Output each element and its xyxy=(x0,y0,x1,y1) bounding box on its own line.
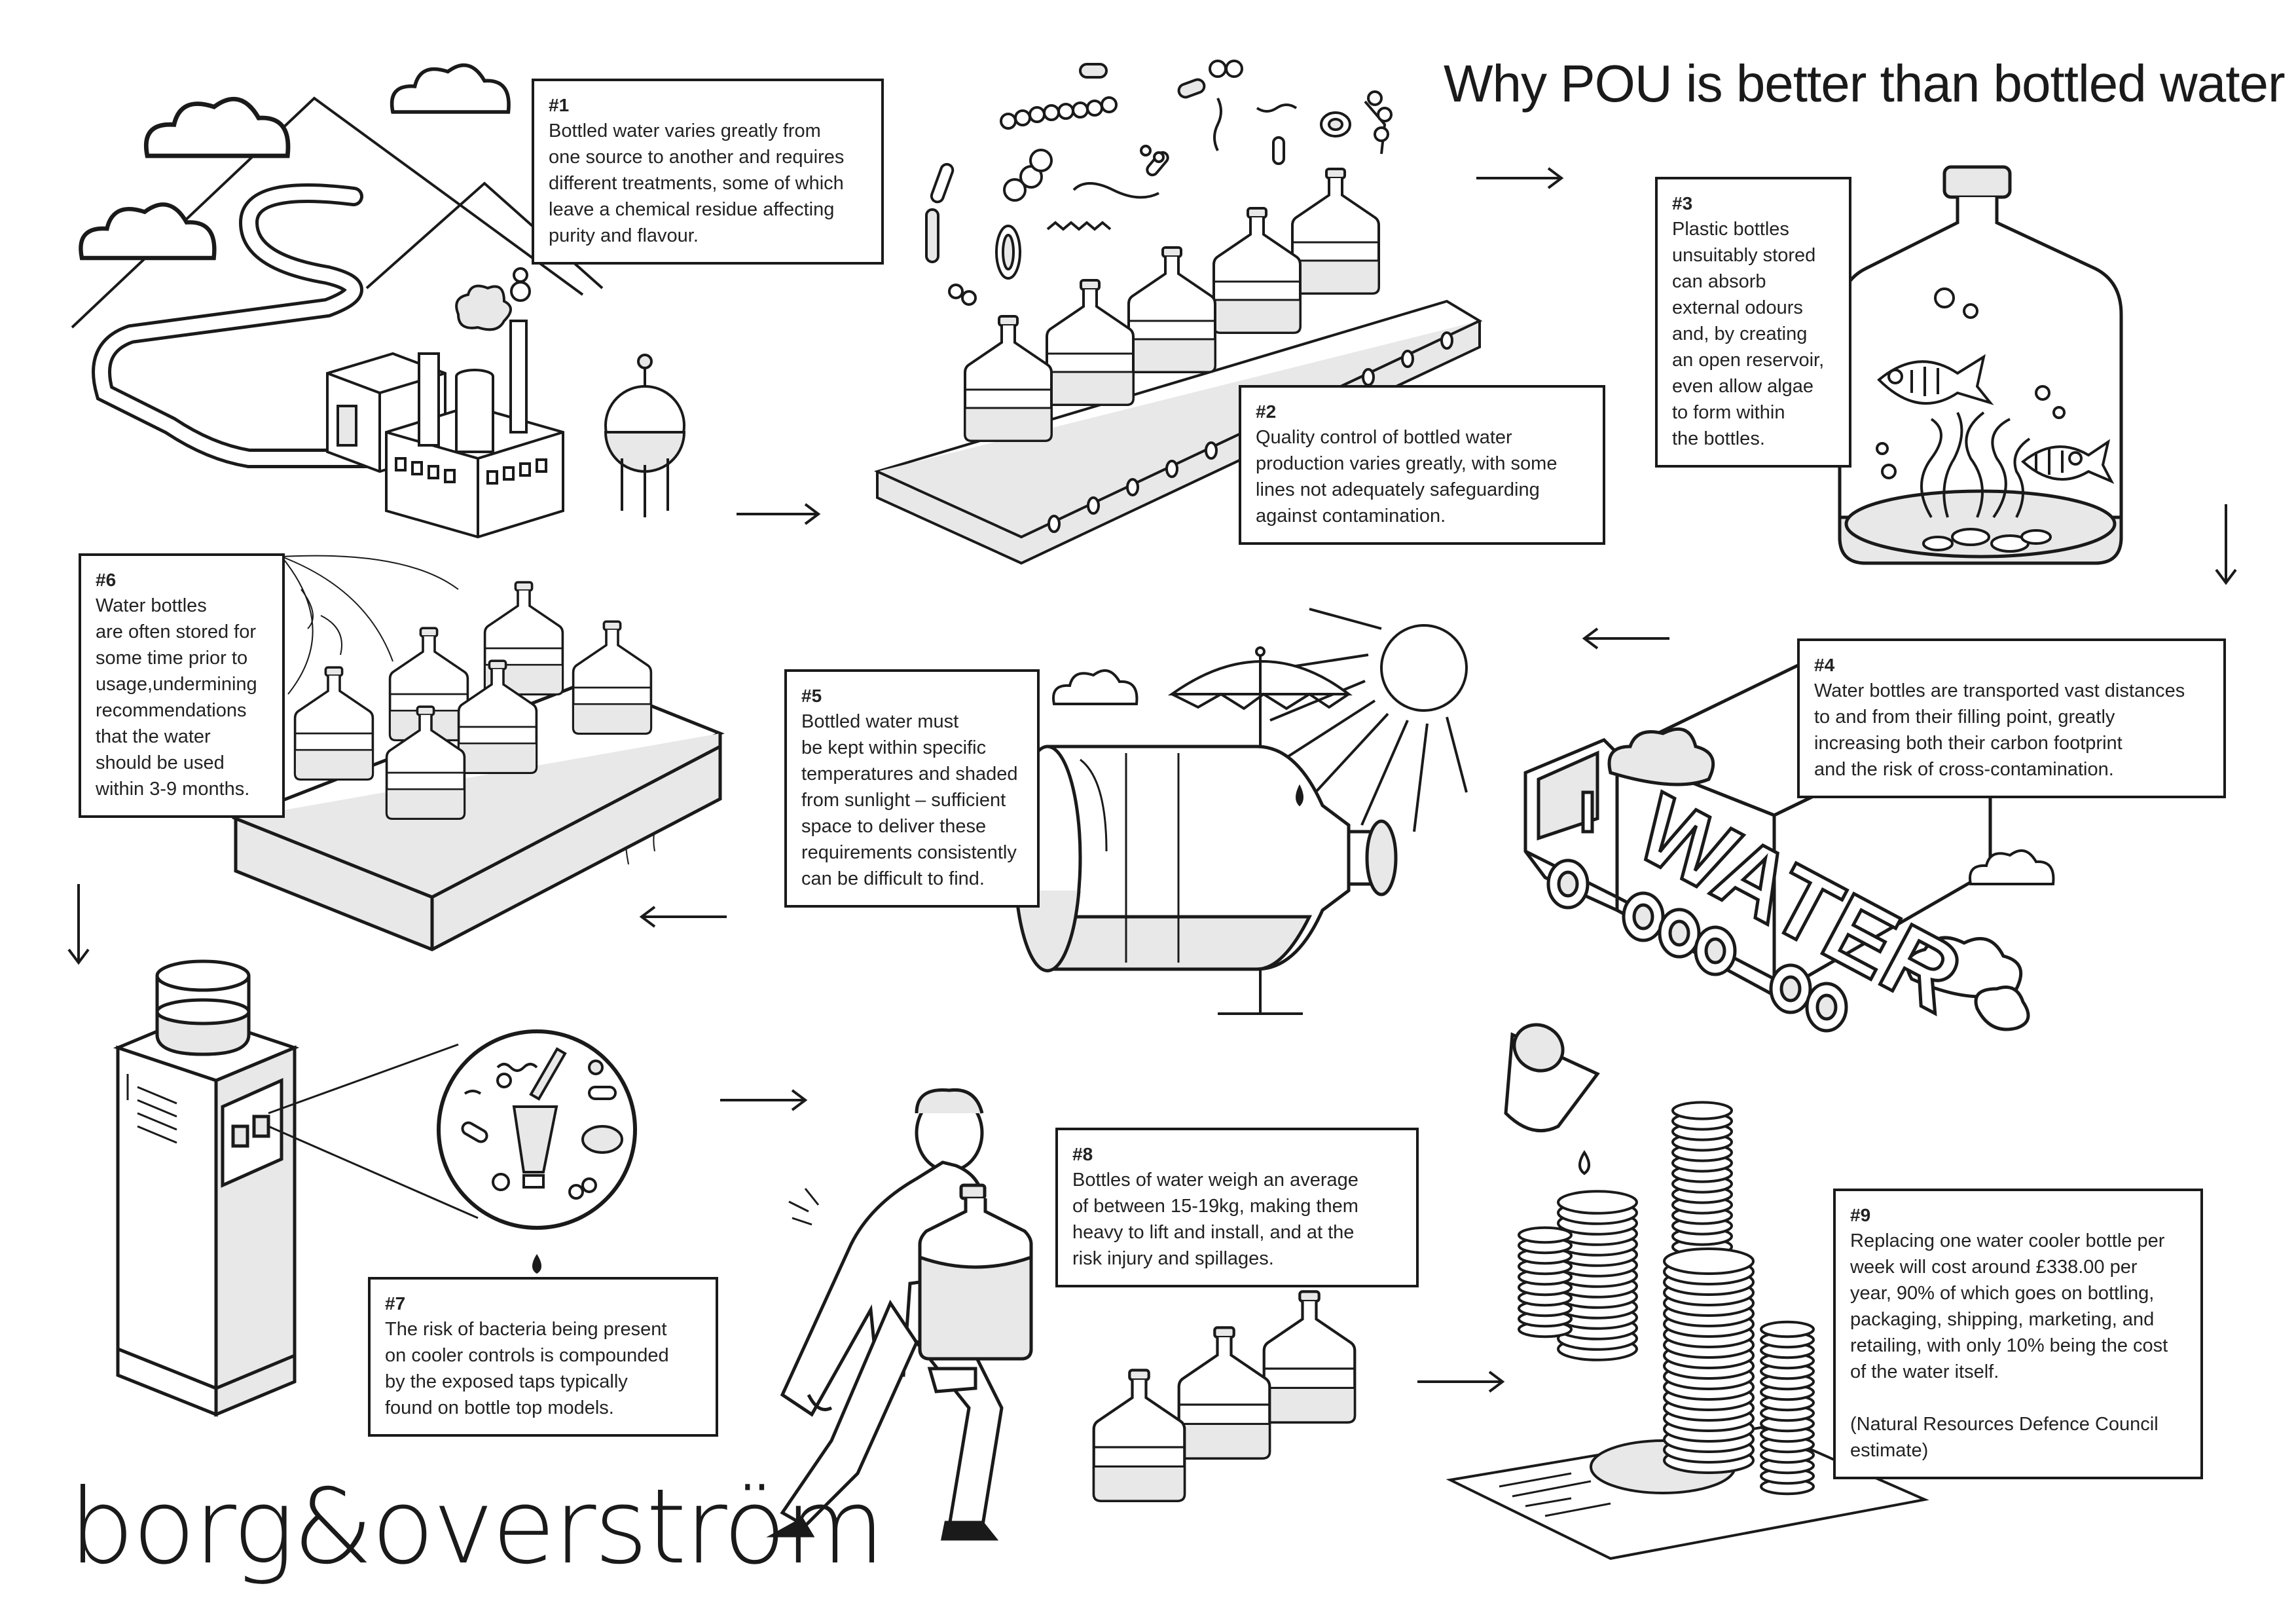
step-text: Plastic bottles unsuitably stored can ab… xyxy=(1672,219,1825,449)
cloud-icon xyxy=(81,65,509,258)
step-number: #2 xyxy=(1256,401,1277,422)
person-carrying-icon xyxy=(766,1088,1004,1541)
step-source-note: (Natural Resources Defence Council estim… xyxy=(1850,1414,2159,1461)
sun-icon xyxy=(1269,608,1468,832)
step-4-box: #4 Water bottles are transported vast di… xyxy=(1797,638,2226,798)
coin xyxy=(1518,1226,1573,1244)
page-title: Why POU is better than bottled water xyxy=(1444,54,2286,113)
step-text: Replacing one water cooler bottle per we… xyxy=(1850,1230,2168,1382)
fish-icon xyxy=(1877,354,2115,485)
step-text: The risk of bacteria being present on co… xyxy=(385,1319,669,1418)
cup-icon xyxy=(1504,1023,1600,1133)
water-drop-icon xyxy=(532,1254,541,1274)
coin xyxy=(1671,1101,1733,1120)
step-number: #5 xyxy=(801,686,822,706)
step-7-box: #7 The risk of bacteria being present on… xyxy=(368,1277,718,1437)
carried-bottle-icon xyxy=(918,1183,1033,1393)
step-text: Water bottles are transported vast dista… xyxy=(1814,680,2185,780)
step-text: Bottled water varies greatly from one so… xyxy=(549,120,845,246)
bacteria-icon xyxy=(925,60,1393,306)
water-tower-icon xyxy=(604,354,686,517)
coin-stack-icon xyxy=(1518,1101,1815,1496)
step-text: Bottled water must be kept within specif… xyxy=(801,711,1018,889)
arrow-icon xyxy=(67,167,2237,1393)
magnifier-icon xyxy=(268,1029,637,1230)
step-9-box: #9 Replacing one water cooler bottle per… xyxy=(1833,1189,2203,1479)
conveyor-icon xyxy=(874,299,1483,565)
step-text: Bottles of water weigh an average of bet… xyxy=(1072,1170,1358,1269)
factory-icon xyxy=(326,267,564,539)
step-2-box: #2 Quality control of bottled water prod… xyxy=(1239,385,1605,545)
step-6-box: #6 Water bottles are often stored for so… xyxy=(79,553,285,818)
water-drop-icon xyxy=(1578,1150,1590,1175)
step-number: #8 xyxy=(1072,1144,1093,1164)
coin xyxy=(1557,1190,1638,1215)
step-8-box: #8 Bottles of water weigh an average of … xyxy=(1055,1128,1419,1287)
bottle-icon xyxy=(1094,1291,1355,1500)
step-1-box: #1 Bottled water varies greatly from one… xyxy=(532,79,884,265)
brand-logo: borg&overström xyxy=(69,1467,885,1587)
step-text: Water bottles are often stored for some … xyxy=(96,595,257,800)
step-number: #3 xyxy=(1672,193,1693,213)
step-number: #6 xyxy=(96,570,117,590)
water-cooler-icon xyxy=(113,959,300,1417)
lying-bottle-icon xyxy=(1013,745,1398,972)
algae-icon xyxy=(1876,287,2066,553)
step-number: #7 xyxy=(385,1293,406,1314)
step-number: #4 xyxy=(1814,655,1835,675)
step-5-box: #5 Bottled water must be kept within spe… xyxy=(784,669,1040,908)
step-text: Quality control of bottled water product… xyxy=(1256,427,1558,526)
coin xyxy=(1760,1320,1815,1338)
step-number: #9 xyxy=(1850,1205,1871,1225)
step-3-box: #3 Plastic bottles unsuitably stored can… xyxy=(1655,177,1851,468)
step-number: #1 xyxy=(549,95,570,115)
coin xyxy=(1663,1247,1755,1276)
